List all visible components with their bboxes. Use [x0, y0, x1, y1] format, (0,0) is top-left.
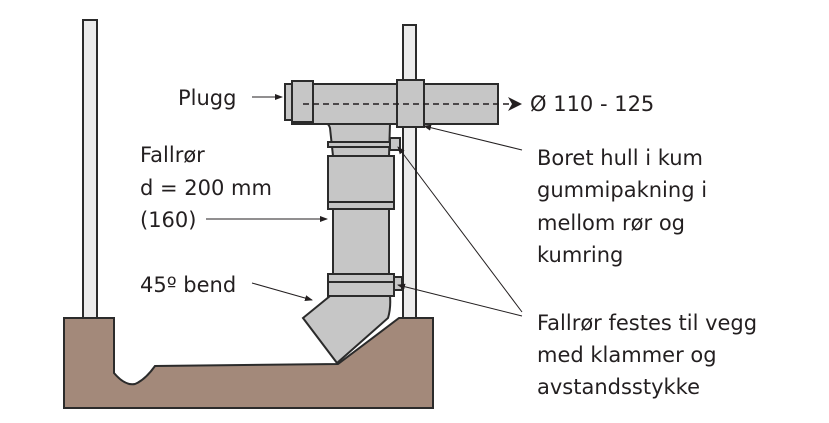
lower-bracket [393, 276, 403, 291]
label-fastening-2: med klammer og [537, 343, 717, 367]
bend-arrow [251, 282, 313, 301]
tee-coupling-left [291, 80, 314, 123]
tee-branch [312, 119, 392, 157]
label-diameter: Ø 110 - 125 [530, 92, 654, 116]
upper-clamp [327, 141, 391, 148]
manhole-base [63, 317, 434, 409]
label-hole-1: Boret hull i kum [537, 146, 703, 170]
wall-coupling [396, 79, 425, 128]
downpipe [332, 206, 390, 277]
label-hole-4: kumring [537, 243, 623, 267]
right-pole [402, 24, 417, 321]
label-downpipe-1: Fallrør [140, 143, 205, 167]
label-downpipe-3: (160) [140, 208, 196, 232]
pipe-socket [327, 155, 395, 210]
fastening-arrow-lower [397, 283, 523, 317]
lower-clamp [327, 273, 395, 297]
upper-bracket [389, 137, 401, 151]
label-downpipe-2: d = 200 mm [140, 176, 272, 200]
bend-45 [301, 295, 392, 365]
label-fastening-1: Fallrør festes til vegg [537, 311, 757, 335]
label-plug: Plugg [178, 86, 236, 110]
left-pole [82, 19, 98, 321]
label-hole-3: mellom rør og [537, 211, 685, 235]
hole-arrow [423, 124, 523, 151]
label-hole-2: gummipakning i [537, 178, 707, 202]
label-fastening-3: avstandsstykke [537, 375, 700, 399]
fastening-arrow-upper [397, 146, 523, 313]
label-bend: 45º bend [140, 273, 236, 297]
